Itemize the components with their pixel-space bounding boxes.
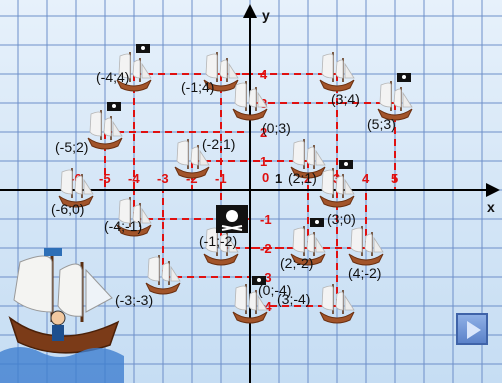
x-tick-label: 5 <box>391 171 398 186</box>
y-axis-arrow <box>243 4 257 18</box>
point-label: (0;3) <box>262 120 291 136</box>
point-label: (-4;4) <box>96 69 129 85</box>
x-tick-label: -5 <box>99 171 111 186</box>
x-tick-label: 4 <box>362 171 370 186</box>
x-tick-label: 1 <box>275 171 282 186</box>
point-label: (-2;1) <box>202 136 235 152</box>
ships <box>59 44 412 323</box>
y-tick-label: -1 <box>260 212 272 227</box>
skull-flag-icon <box>216 205 248 233</box>
y-tick-label: 4 <box>260 67 268 82</box>
point-labels: (-4;4) (-1;4) (3;4) (5;3) (0;3) (-2;1) (-5;2) (… <box>51 69 396 308</box>
next-button[interactable] <box>456 313 488 345</box>
x-tick-label: -1 <box>215 171 227 186</box>
point-label: (3;0) <box>327 211 356 227</box>
y-axis-label: y <box>262 7 270 23</box>
point-label: (-5;2) <box>55 139 88 155</box>
x-tick-label: -3 <box>157 171 169 186</box>
y-tick-label: -2 <box>260 241 272 256</box>
y-tick-label: 1 <box>260 154 267 169</box>
point-label: (2;-2) <box>280 255 313 271</box>
point-label: (-3;-3) <box>115 292 153 308</box>
axes: x y <box>0 4 500 383</box>
x-axis-arrow <box>486 183 500 197</box>
x-axis-label: x <box>487 199 495 215</box>
point-label: (5;3) <box>367 116 396 132</box>
point-label: (-4;-1) <box>104 218 142 234</box>
point-label: (3;4) <box>331 91 360 107</box>
x-tick-label: -4 <box>128 171 140 186</box>
point-label: (-6;0) <box>51 201 84 217</box>
point-label: (3;-4) <box>277 291 310 307</box>
point-label: (2;1) <box>288 170 317 186</box>
origin-label: 0 <box>262 170 269 185</box>
point-label: (4;-2) <box>348 265 381 281</box>
point-label: (-1;4) <box>181 79 214 95</box>
point-label: (-1;-2) <box>199 233 237 249</box>
play-triangle-icon <box>467 321 481 339</box>
